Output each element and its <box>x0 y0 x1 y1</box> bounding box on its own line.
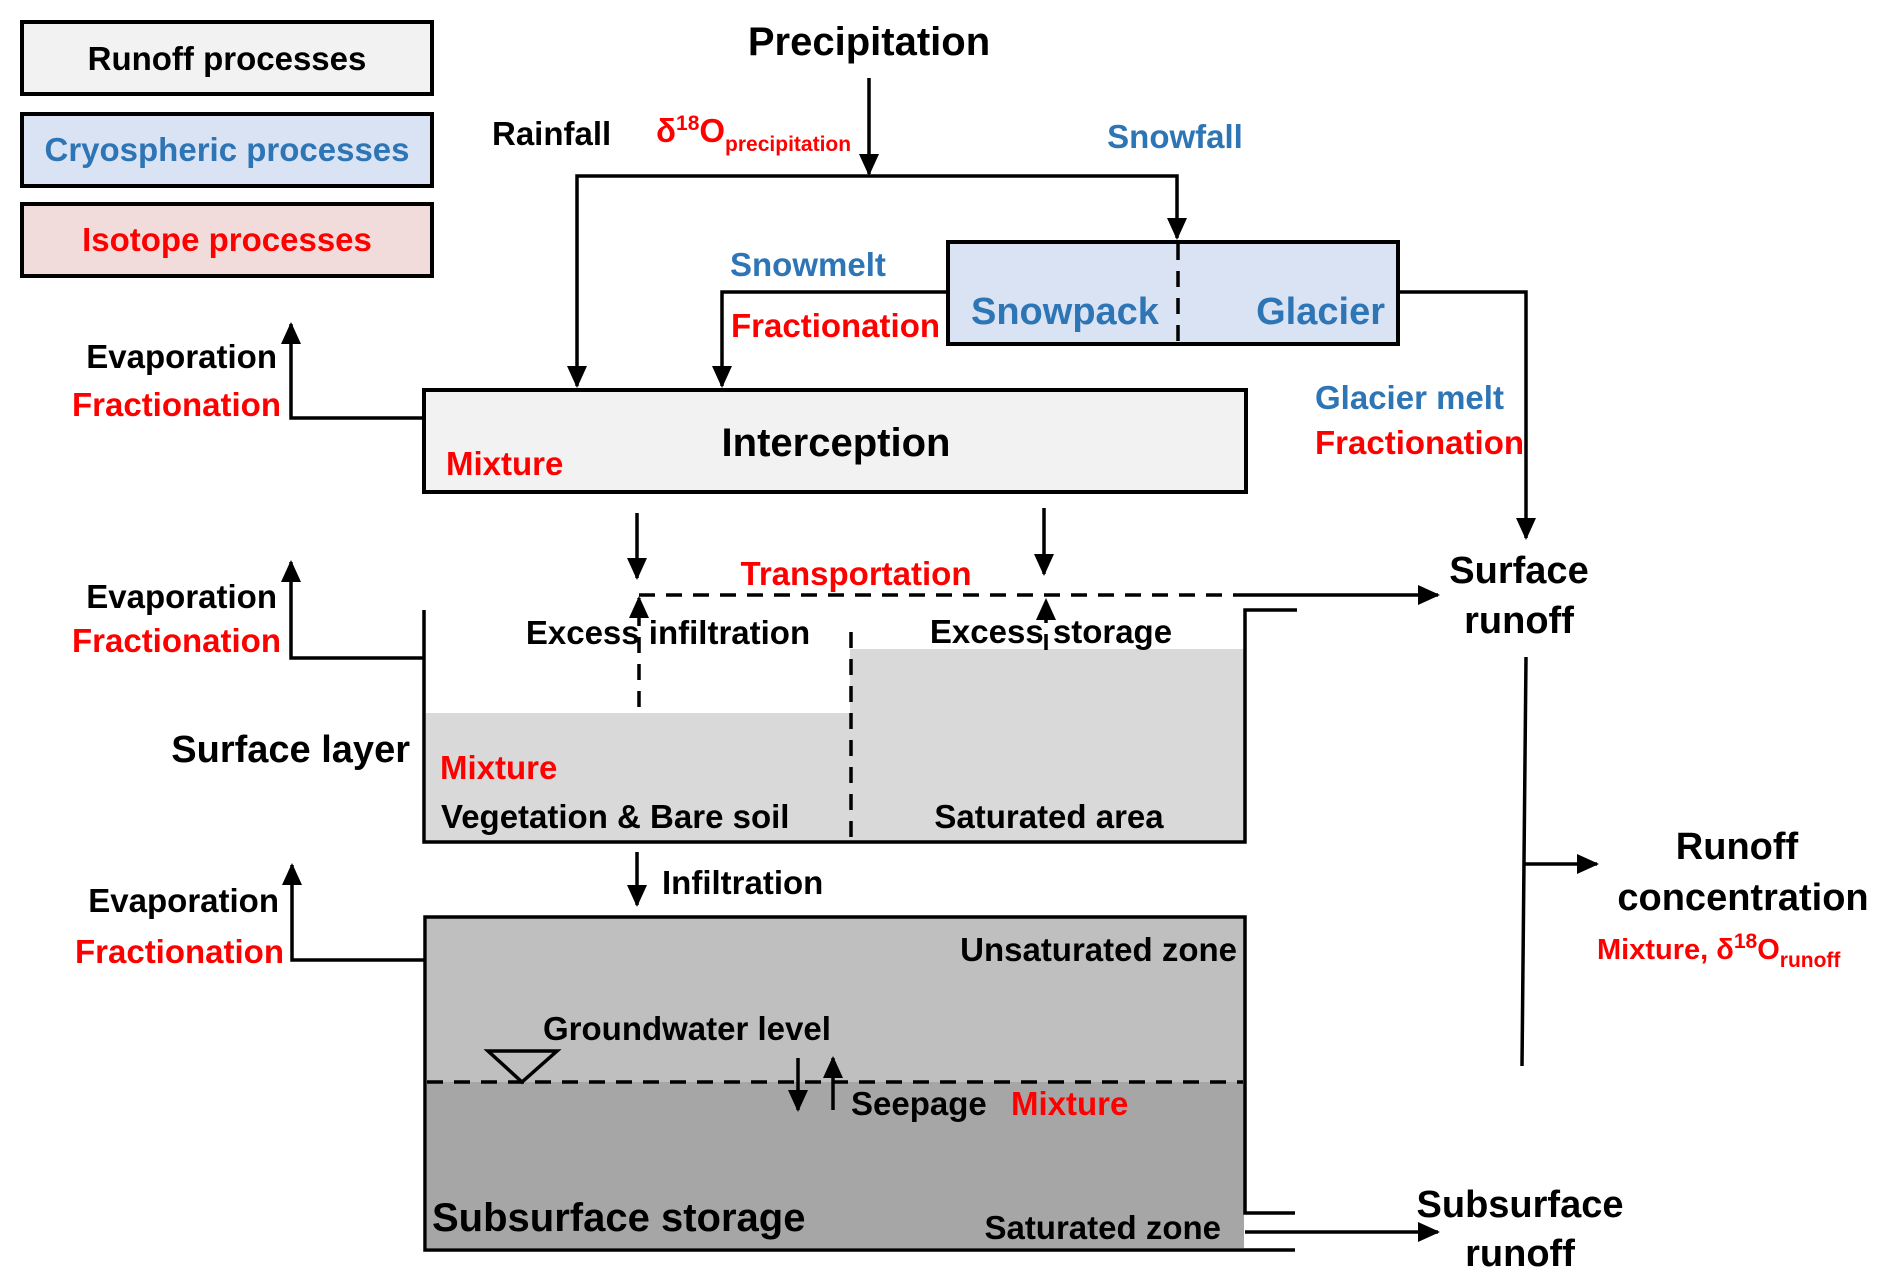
glacier-melt-fractionation-label: Fractionation <box>1315 424 1524 461</box>
rainfall-label: Rainfall <box>492 115 611 152</box>
interception-box <box>422 388 1248 494</box>
excess-infiltration-label: Excess infiltration <box>526 614 810 651</box>
infiltration-label: Infiltration <box>662 864 823 901</box>
subsurface-storage: Unsaturated zone Groundwater level Seepa… <box>423 915 1295 1252</box>
unsaturated-zone-label: Unsaturated zone <box>960 931 1237 968</box>
runoff-concentration-label-line1: Runoff <box>1676 826 1799 868</box>
glacier-melt-label: Glacier melt <box>1315 379 1504 416</box>
legend-box-cryospheric <box>20 112 434 188</box>
rainfall-flow-line <box>567 174 869 388</box>
interception-mixture-label: Mixture <box>446 445 563 482</box>
runoff-concentration-isotope-label: Mixture, δ18Orunoff <box>1597 930 1841 972</box>
surface-runoff-label-line1: Surface <box>1449 550 1588 592</box>
evaporation-fractionation-label-2: Fractionation <box>72 622 281 659</box>
legend-label-cryospheric: Cryospheric processes <box>44 131 409 168</box>
snowfall-label: Snowfall <box>1107 118 1243 155</box>
legend-label-runoff: Runoff processes <box>88 40 367 77</box>
runoff-concentration-label-line2: concentration <box>1617 877 1868 919</box>
saturated-area-fill <box>850 649 1244 841</box>
snowfall-flow-line <box>869 174 1187 240</box>
vegetation-label: Vegetation & Bare soil <box>441 798 789 835</box>
evaporation-label-1: Evaporation <box>86 338 277 375</box>
surface-mixture-label: Mixture <box>440 749 557 786</box>
seepage-mixture-label: Mixture <box>1011 1085 1128 1122</box>
saturated-zone-fill <box>427 1082 1244 1248</box>
saturated-area-label: Saturated area <box>934 798 1164 835</box>
legend-label-isotope: Isotope processes <box>82 221 372 258</box>
snowmelt-label: Snowmelt <box>730 246 886 283</box>
evaporation-label-3: Evaporation <box>88 882 279 919</box>
snowpack-glacier-box: Snowpack Glacier <box>946 240 1400 346</box>
delta-precipitation-label: δ18Oprecipitation <box>656 112 851 156</box>
water-table-icon <box>483 1049 562 1085</box>
evaporation-fractionation-label-1: Fractionation <box>72 386 281 423</box>
evaporation-label-2: Evaporation <box>86 578 277 615</box>
runoff-collector-line <box>1520 656 1528 1067</box>
subsurface-walls <box>423 915 1295 1252</box>
seepage-label: Seepage <box>851 1085 987 1122</box>
vegetation-fill <box>426 713 850 841</box>
subsurface-storage-label: Subsurface storage <box>432 1196 805 1240</box>
surface-runoff-label-line2: runoff <box>1464 600 1574 642</box>
evaporation-fractionation-label-3: Fractionation <box>75 933 284 970</box>
subsurface-runoff-label-line2: runoff <box>1465 1233 1575 1275</box>
interception-label: Interception <box>722 421 951 465</box>
surface-layer-label: Surface layer <box>171 729 410 771</box>
groundwater-level-label: Groundwater level <box>543 1010 831 1047</box>
legend-box-isotope <box>20 202 434 278</box>
legend: Runoff processes Cryospheric processes I… <box>20 20 434 278</box>
saturated-zone-label: Saturated zone <box>984 1209 1221 1246</box>
snowmelt-flow-line <box>712 290 948 388</box>
evaporation-arrow-2 <box>281 560 424 660</box>
surface-layer: Surface layer Mixture Vegetation & Bare … <box>171 555 1297 844</box>
excess-storage-label: Excess storage <box>930 613 1172 650</box>
unsaturated-zone-fill <box>427 918 1244 1082</box>
snowpack-label: Snowpack <box>971 291 1160 333</box>
evaporation-arrow-3 <box>282 863 425 962</box>
glacier-label: Glacier <box>1256 291 1385 333</box>
transportation-label: Transportation <box>740 555 971 592</box>
surface-layer-walls <box>422 608 1297 844</box>
precipitation-label: Precipitation <box>748 20 990 64</box>
subsurface-runoff-label-line1: Subsurface <box>1417 1184 1624 1226</box>
glacier-melt-flow-line <box>1398 290 1536 540</box>
legend-box-runoff <box>20 20 434 96</box>
snowmelt-fractionation-label: Fractionation <box>731 307 940 344</box>
evaporation-arrow-1 <box>281 322 424 420</box>
